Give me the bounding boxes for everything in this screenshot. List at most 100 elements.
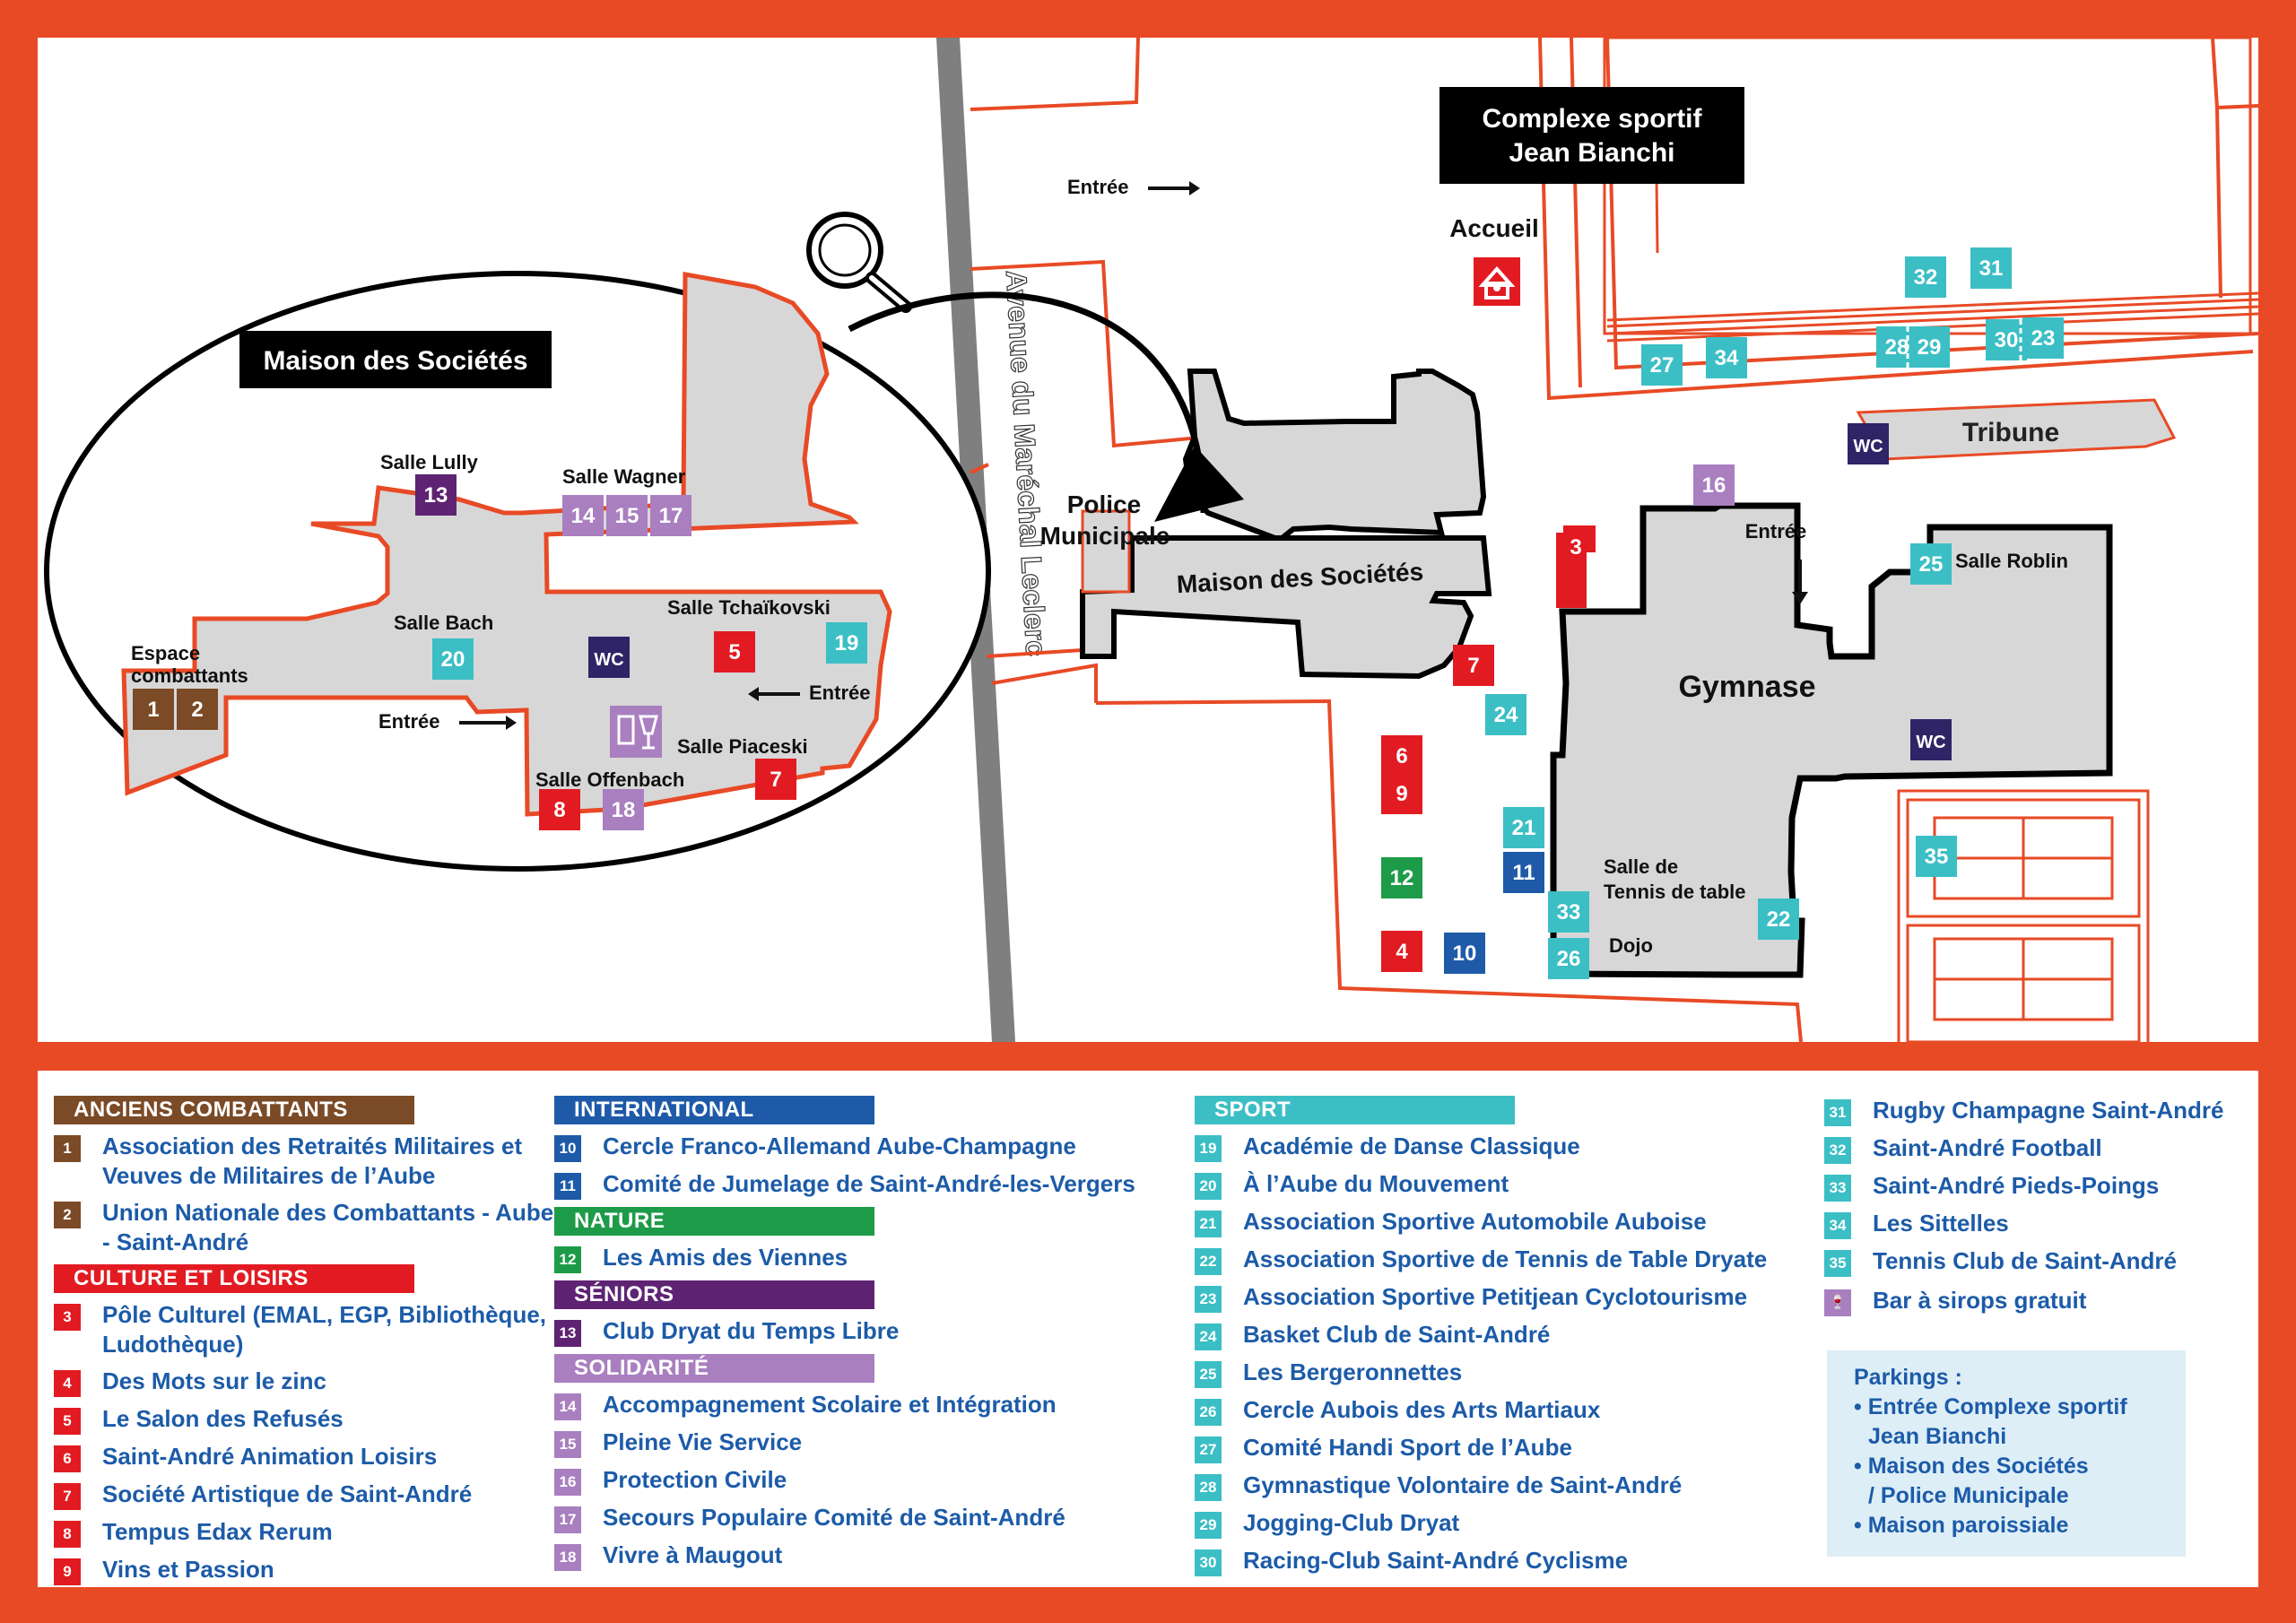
legend-item-label: Accompagnement Scolaire et Intégration [603, 1391, 1057, 1418]
legend-item-number: 1 [54, 1135, 81, 1162]
espace-label-2: combattants [131, 664, 248, 687]
legend-item-label: Pôle Culturel (EMAL, EGP, Bibliothèque, … [102, 1301, 547, 1358]
inset-pointer-arrowhead [1154, 446, 1244, 522]
legend-item-label: Rugby Champagne Saint-André [1873, 1097, 2224, 1124]
tennis-courts [1897, 789, 2150, 1042]
svg-text:26: 26 [1557, 947, 1581, 971]
marker-17: 17 [650, 495, 691, 536]
legend-item-label: Secours Populaire Comité de Saint-André [603, 1504, 1065, 1531]
legend-item-label: Gymnastique Volontaire de Saint-André [1243, 1471, 1683, 1498]
svg-text:21: 21 [1512, 816, 1536, 840]
legend-item-number: 22 [1195, 1248, 1222, 1275]
salle-tchaikovski-label: Salle Tchaïkovski [667, 596, 831, 619]
legend-item-number: 34 [1824, 1212, 1851, 1239]
svg-text:25: 25 [1919, 552, 1944, 577]
legend-item-label: Les Amis des Viennes [603, 1244, 848, 1271]
legend-item-label: Société Artistique de Saint-André [102, 1480, 473, 1507]
legend-item-label: Tempus Edax Rerum [102, 1518, 333, 1545]
salle-bach-label: Salle Bach [394, 612, 493, 634]
svg-text:15: 15 [615, 504, 639, 528]
legend-item-label: Club Dryat du Temps Libre [603, 1317, 900, 1344]
svg-text:23: 23 [2031, 326, 2056, 351]
legend-item: 12 Les Amis des Viennes [554, 1243, 1236, 1273]
svg-text:WC: WC [1916, 733, 1945, 752]
accueil-house-icon [1474, 257, 1520, 306]
marker-16: 16 [1693, 464, 1735, 506]
legend-item-number: 9 [54, 1558, 81, 1585]
marker-4: 4 [1381, 931, 1422, 972]
svg-text:27: 27 [1650, 353, 1674, 378]
legend-item-label: Pleine Vie Service [603, 1428, 803, 1455]
legend-item-number: 11 [554, 1173, 581, 1200]
entree-top-arrow [1148, 181, 1200, 195]
marker-25: 25 [1910, 543, 1952, 585]
marker-15: 15 [606, 495, 648, 536]
svg-text:16: 16 [1702, 473, 1726, 498]
marker-35: 35 [1916, 836, 1957, 877]
marker-18: 18 [603, 789, 644, 830]
wc-badge-tribune: WC [1848, 423, 1889, 464]
legend-item-label: À l’Aube du Mouvement [1243, 1170, 1509, 1197]
wc-badge-gymnase: WC [1910, 719, 1952, 760]
tennis-table-label-1: Salle de [1604, 855, 1678, 878]
legend-item-number: 4 [54, 1370, 81, 1397]
legend-item-label: Des Mots sur le zinc [102, 1367, 326, 1394]
svg-text:33: 33 [1557, 900, 1581, 924]
legend-category: CULTURE ET LOISIRS [54, 1264, 414, 1293]
salle-lully-label: Salle Lully [380, 451, 479, 473]
complex-title-1: Complexe sportif [1482, 104, 1702, 134]
svg-text:5: 5 [728, 640, 740, 664]
legend-item-number: 24 [1195, 1324, 1222, 1350]
svg-text:WC: WC [1853, 437, 1883, 456]
legend-item-number: 7 [54, 1483, 81, 1510]
inset-entree-left-label: Entrée [378, 710, 439, 733]
legend-item-number: 12 [554, 1246, 581, 1273]
legend-bar-item: 🍷Bar à sirops gratuit [1824, 1286, 2255, 1316]
salle-wagner-label: Salle Wagner [562, 465, 686, 488]
parking-item: / Police Municipale [1868, 1483, 2069, 1508]
marker-5: 5 [714, 631, 755, 673]
gymnase-label: Gymnase [1678, 670, 1815, 704]
complex-title-2: Jean Bianchi [1509, 138, 1674, 168]
svg-text:6: 6 [1396, 744, 1407, 768]
marker-6: 6 [1381, 735, 1422, 777]
parking-item: • Maison des Sociétés [1854, 1454, 2089, 1479]
legend-item-number: 18 [554, 1544, 581, 1571]
legend-item-number: 19 [1195, 1135, 1222, 1162]
legend-item-number: 29 [1195, 1512, 1222, 1539]
marker-14: 14 [562, 495, 604, 536]
svg-text:7: 7 [1467, 654, 1479, 678]
parking-item: • Maison paroissiale [1854, 1513, 2069, 1538]
legend-item-label: Saint-André Animation Loisirs [102, 1443, 438, 1470]
marker-29: 29 [1909, 326, 1950, 368]
marker-9: 9 [1381, 773, 1422, 814]
legend-item-number: 20 [1195, 1173, 1222, 1200]
legend-category: ANCIENS COMBATTANTS [54, 1096, 414, 1124]
salle-piaceski-label: Salle Piaceski [677, 735, 808, 758]
svg-text:22: 22 [1767, 907, 1791, 932]
inset-title: Maison des Sociétés [263, 346, 527, 376]
svg-text:20: 20 [441, 647, 465, 672]
marker-31: 31 [1970, 247, 2012, 289]
legend-item-number: 25 [1195, 1361, 1222, 1388]
svg-text:14: 14 [571, 504, 596, 528]
inset-entree-right-arrow [748, 687, 800, 701]
legend-item: 4 Des Mots sur le zinc [54, 1367, 556, 1397]
police-label-1: Police [1067, 490, 1141, 518]
marker-1: 1 [133, 689, 174, 730]
legend-item-number: 16 [554, 1469, 581, 1496]
marker-34: 34 [1706, 337, 1747, 378]
